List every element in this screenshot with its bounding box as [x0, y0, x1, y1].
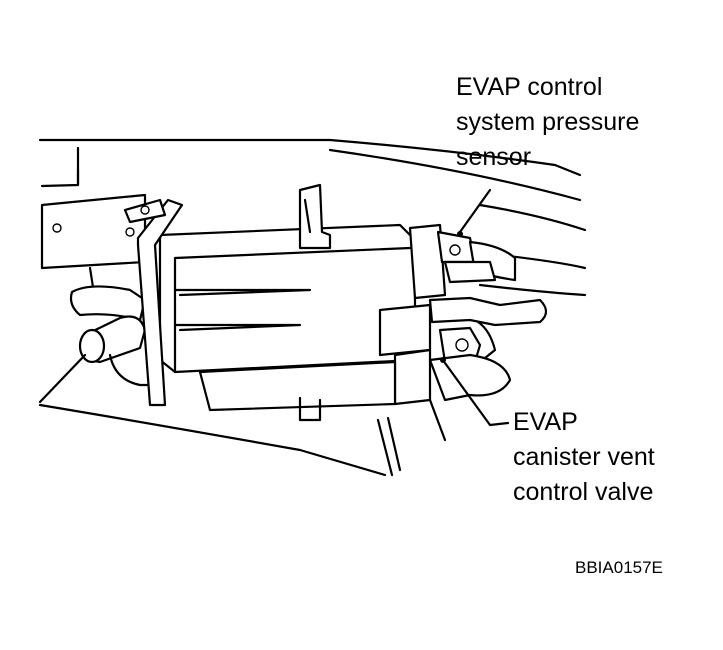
- valve-leader-line: [443, 361, 510, 427]
- valve-leader-dot: [440, 357, 446, 363]
- top-bracket: [298, 183, 332, 250]
- vehicle-frame: [38, 138, 587, 477]
- sensor-leader-dot: [457, 231, 463, 237]
- vent-valve-assembly: [428, 296, 548, 442]
- hose-left: [38, 285, 162, 404]
- vent-valve-callout-line-1: EVAP: [513, 408, 578, 436]
- canister-strap: [123, 198, 184, 407]
- leader-lines: [440, 188, 510, 427]
- vent-valve-callout-line-2: canister vent: [513, 443, 655, 471]
- pressure-sensor-assembly: [408, 223, 517, 300]
- pressure-sensor-callout-line-2: system pressure: [456, 108, 640, 136]
- figure-code: BBIA0157E: [575, 558, 663, 577]
- vent-valve-callout: EVAP canister vent control valve: [513, 405, 655, 510]
- support-rod: [376, 416, 402, 477]
- sensor-leader-line: [458, 188, 492, 234]
- evap-canister: [158, 223, 432, 422]
- pressure-sensor-callout-line-3: sensor: [456, 143, 532, 171]
- pressure-sensor-callout: EVAP control system pressure sensor: [456, 70, 639, 175]
- vent-valve-callout-line-3: control valve: [513, 478, 654, 506]
- pressure-sensor-callout-line-1: EVAP control: [456, 73, 603, 101]
